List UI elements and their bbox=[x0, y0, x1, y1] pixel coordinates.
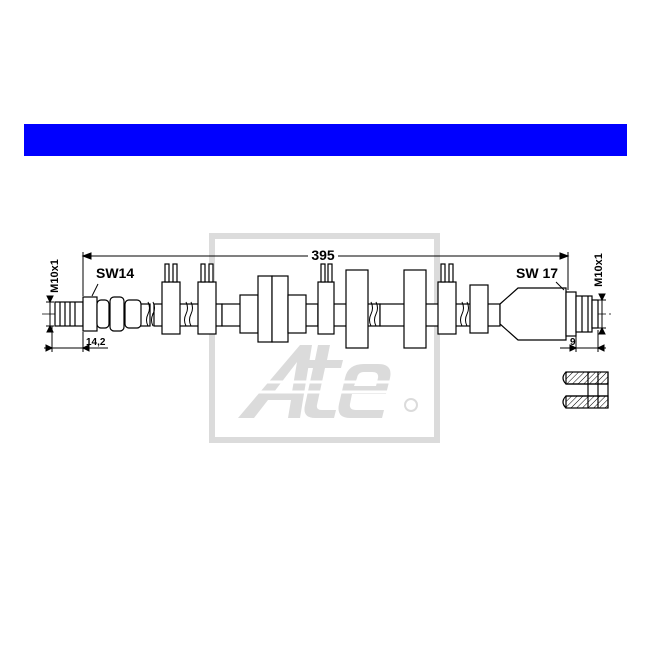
left-wrench-leader bbox=[91, 283, 99, 297]
overall-length-label: 395 bbox=[311, 247, 335, 263]
clip-brackets bbox=[161, 263, 457, 335]
left-fitting bbox=[54, 296, 142, 332]
right-wrench-leader bbox=[555, 281, 565, 291]
part-number-banner: 24.5112-0395.3 330521 bbox=[24, 124, 627, 183]
right-thread-label: M10x1 bbox=[593, 253, 605, 287]
article-number: 330521 bbox=[390, 160, 464, 183]
ate-watermark bbox=[209, 233, 440, 443]
retaining-blocks bbox=[345, 269, 489, 349]
grommet bbox=[239, 275, 307, 343]
break-symbols bbox=[146, 301, 469, 327]
right-thread-dimension bbox=[596, 293, 606, 335]
watermark-logo bbox=[238, 345, 418, 418]
left-thread-label: M10x1 bbox=[49, 259, 61, 293]
section-detail bbox=[562, 371, 609, 409]
right-fitting bbox=[499, 287, 599, 341]
watermark-frame bbox=[209, 233, 440, 443]
left-wrench-label: SW14 bbox=[96, 265, 134, 281]
right-length-dimension bbox=[560, 330, 606, 352]
part-number: 24.5112-0395.3 bbox=[199, 160, 353, 183]
left-length-dimension bbox=[44, 326, 108, 352]
left-thread-dimension bbox=[46, 295, 54, 333]
left-length-label: 14,2 bbox=[86, 337, 106, 348]
right-length-label: 9 bbox=[570, 337, 576, 348]
right-wrench-label: SW 17 bbox=[516, 265, 558, 281]
